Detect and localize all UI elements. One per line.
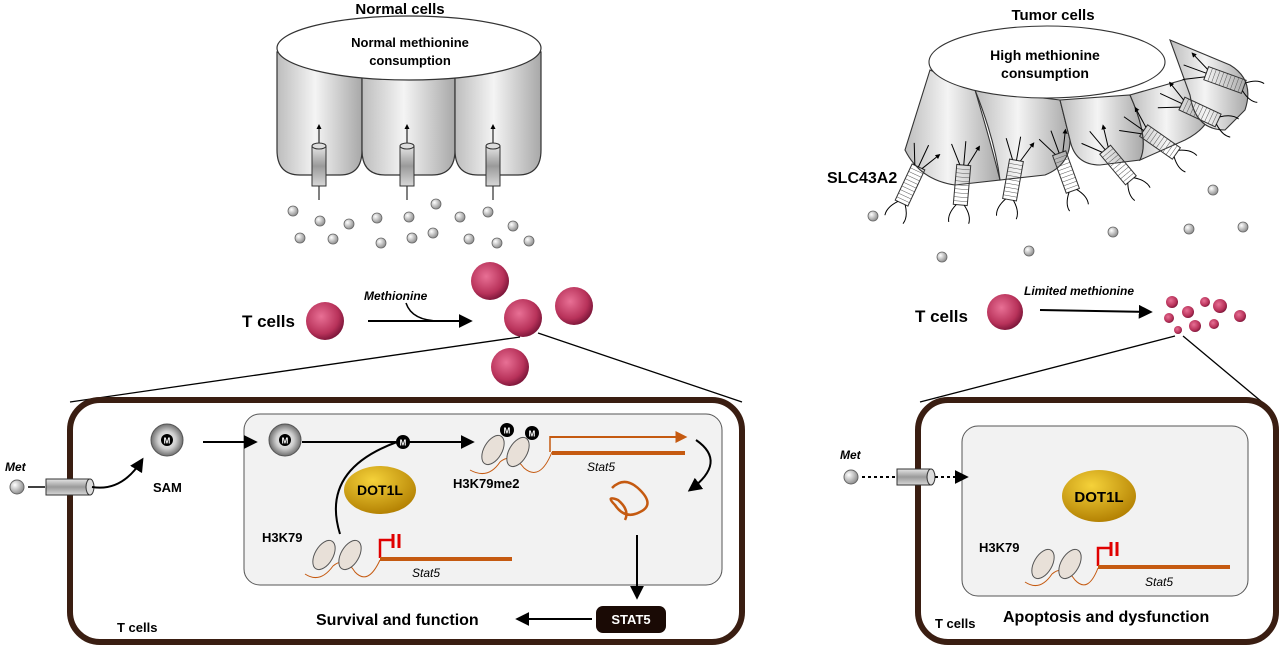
- apoptotic-tcell-fragments: [1164, 296, 1246, 334]
- normal-cells-title: Normal cells: [355, 1, 444, 18]
- zoom-line-left-b: [537, 332, 743, 403]
- normal-consumption-label-2: consumption: [369, 53, 451, 68]
- tumor-consumption-label-2: consumption: [1001, 65, 1089, 81]
- stat5-protein-label: STAT5: [611, 612, 650, 627]
- tumor-cells-title: Tumor cells: [1011, 7, 1094, 24]
- zoom-line-right-a: [919, 335, 1176, 403]
- proliferating-tcells: [471, 262, 593, 386]
- normal-transporters: [311, 124, 501, 200]
- slc43a2-transporters: [884, 52, 1265, 224]
- sam-label: SAM: [153, 480, 182, 495]
- stat5-protein-fold: [609, 480, 649, 521]
- tcell-zoom-label-left: T cells: [117, 620, 157, 635]
- tcells-label-right: T cells: [915, 307, 968, 326]
- slc43a2-label: SLC43A2: [827, 170, 897, 187]
- met-transporter-right: [896, 468, 936, 486]
- transporter-channel: [485, 124, 501, 200]
- methionine-input-curve: [405, 302, 441, 322]
- sam-molecule: M: [150, 423, 184, 457]
- stat5-gene-label-top: Stat5: [587, 460, 615, 474]
- svg-text:M: M: [164, 437, 171, 446]
- dot1l-catalysis-curve: [335, 441, 398, 535]
- dot1l-label-right: DOT1L: [1074, 489, 1123, 506]
- dot1l-enzyme: [1062, 470, 1136, 522]
- transcription-block-icon: [378, 534, 401, 558]
- outcome-left: Survival and function: [316, 612, 479, 629]
- tcell-icon: [987, 294, 1023, 330]
- svg-text:M: M: [282, 437, 289, 446]
- met-uptake-arrow: [91, 457, 144, 489]
- dot1l-label-left: DOT1L: [357, 482, 403, 498]
- met-molecule: [843, 469, 859, 485]
- svg-text:M: M: [504, 427, 511, 436]
- tcell-icon: [306, 302, 344, 340]
- normal-consumption-label-1: Normal methionine: [351, 35, 469, 50]
- tumor-consumption-label-1: High methionine: [990, 47, 1100, 63]
- normal-cell-cluster: [276, 15, 542, 176]
- h3k79me2-label: H3K79me2: [453, 476, 520, 491]
- sam-molecule-nuclear: M: [268, 423, 302, 457]
- nucleosome-unmethylated-right: [1024, 548, 1099, 587]
- met-molecule: [9, 479, 25, 495]
- svg-text:M: M: [529, 430, 536, 439]
- svg-text:M: M: [400, 439, 407, 448]
- limited-methionine-label: Limited methionine: [1024, 284, 1134, 298]
- dot1l-enzyme: [344, 466, 416, 514]
- nucleosome-methylated-left: M M: [469, 423, 553, 475]
- outcome-right: Apoptosis and dysfunction: [1003, 609, 1209, 626]
- tcells-label-left: T cells: [242, 312, 295, 331]
- transporter-channel: [399, 124, 415, 200]
- methionine-molecules-normal: [287, 198, 535, 249]
- methyl-group-icon: M: [396, 435, 410, 449]
- met-label-right: Met: [840, 448, 862, 462]
- apoptosis-arrow: [1039, 304, 1153, 319]
- translation-arrow: [687, 439, 712, 492]
- nucleus-left: [243, 413, 723, 586]
- transporter-channel: [311, 124, 327, 200]
- tcell-zoom-label-right: T cells: [935, 616, 975, 631]
- methionine-label: Methionine: [364, 289, 428, 303]
- nucleosome-unmethylated-left: [304, 539, 381, 579]
- stat5-gene-label-right: Stat5: [1145, 575, 1173, 589]
- methionine-molecules-tumor: [867, 184, 1249, 263]
- met-label-left: Met: [5, 460, 27, 474]
- met-transporter-left: [45, 478, 95, 496]
- stat5-gene-label-bottom: Stat5: [412, 566, 440, 580]
- zoom-line-right-b: [1182, 335, 1263, 403]
- stat5-protein-box: [596, 606, 666, 633]
- transcription-block-icon: [1096, 542, 1119, 566]
- h3k79-label-left: H3K79: [262, 530, 302, 545]
- h3k79-label-right: H3K79: [979, 540, 1019, 555]
- zoom-line-left-a: [69, 336, 521, 403]
